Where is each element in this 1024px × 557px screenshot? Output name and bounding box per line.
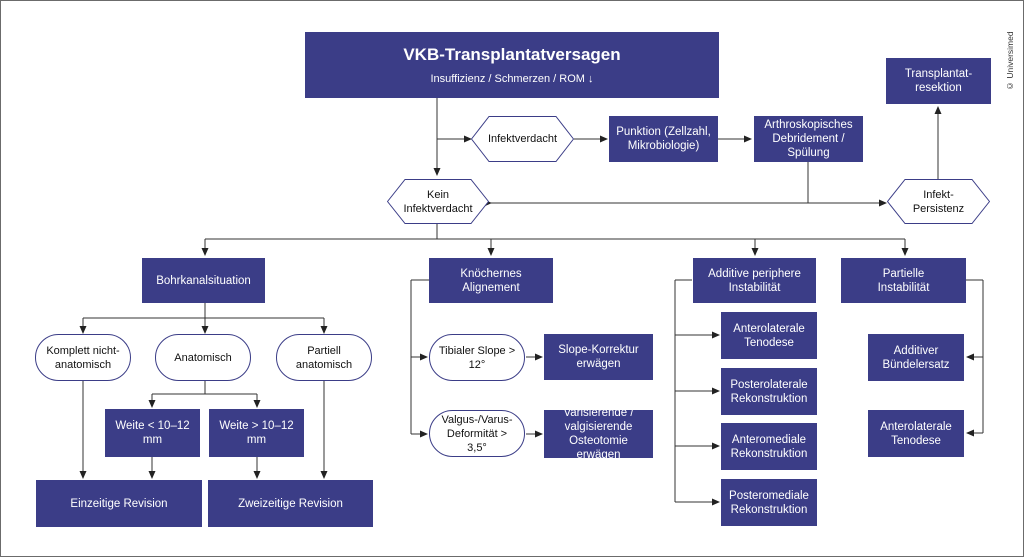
width-large-box: Weite > 10–12 mm [209, 409, 304, 457]
single-stage-label: Einzeitige Revision [70, 497, 168, 510]
partial-option-box: Additiver Bündelersatz [868, 334, 964, 381]
no-infection-label: Kein Infektverdacht [403, 188, 473, 215]
single-stage-box: Einzeitige Revision [36, 480, 202, 527]
additive-instability-label: Additive periphere Instabilität [708, 267, 801, 294]
partial-option-box: Anterolaterale Tenodese [868, 410, 964, 457]
additive-option-box: Anterolaterale Tenodese [721, 312, 817, 359]
tibial-slope-label: Tibialer Slope > 12° [438, 344, 516, 371]
anatomic-label: Anatomisch [174, 351, 232, 364]
complete-non-anatomic-label: Komplett nicht-anatomisch [46, 344, 120, 371]
debridement-label: Arthroskopisches Debridement / Spülung [764, 119, 853, 159]
additive-option-box: Posteromediale Rekonstruktion [721, 479, 817, 526]
bony-alignment-label: Knöchernes Alignement [460, 267, 522, 294]
additive-instability-box: Additive periphere Instabilität [693, 258, 816, 303]
partial-anatomic-label: Partiell anatomisch [295, 344, 353, 371]
two-stage-box: Zweizeitige Revision [208, 480, 373, 527]
valgus-varus-pill: Valgus-/Varus-Deformität > 3,5° [429, 410, 525, 457]
width-small-box: Weite < 10–12 mm [105, 409, 200, 457]
anatomic-pill: Anatomisch [155, 334, 251, 381]
tunnel-situation-label: Bohrkanalsituation [156, 274, 251, 287]
osteotomy-label: Varisierende / valgisierende Osteotomie … [563, 407, 634, 461]
partial-option-label: Anterolaterale Tenodese [880, 420, 952, 447]
infection-persistence-label: Infekt-Persistenz [912, 188, 965, 215]
puncture-label: Punktion (Zellzahl, Mikrobiologie) [616, 126, 711, 152]
partial-anatomic-pill: Partiell anatomisch [276, 334, 372, 381]
title-subtitle: Insuffizienz / Schmerzen / ROM ↓ [430, 73, 594, 85]
infection-persistence-decision: Infekt-Persistenz [887, 179, 990, 224]
width-large-label: Weite > 10–12 mm [219, 420, 294, 446]
infection-suspected-label: Infektverdacht [487, 133, 558, 145]
partial-instability-label: Partielle Instabilität [877, 267, 930, 294]
bony-alignment-box: Knöchernes Alignement [429, 258, 553, 303]
slope-correction-label: Slope-Korrektur erwägen [558, 344, 639, 370]
additive-option-box: Posterolaterale Rekonstruktion [721, 368, 817, 415]
tunnel-situation-box: Bohrkanalsituation [142, 258, 265, 303]
title-heading: VKB-Transplantatversagen [403, 45, 621, 64]
valgus-varus-label: Valgus-/Varus-Deformität > 3,5° [441, 413, 513, 454]
additive-option-label: Anterolaterale Tenodese [733, 322, 805, 349]
tibial-slope-pill: Tibialer Slope > 12° [429, 334, 525, 381]
no-infection-decision: Kein Infektverdacht [387, 179, 489, 224]
puncture-box: Punktion (Zellzahl, Mikrobiologie) [609, 116, 718, 162]
title-box: VKB-Transplantatversagen Insuffizienz / … [305, 32, 719, 98]
complete-non-anatomic-pill: Komplett nicht-anatomisch [35, 334, 131, 381]
additive-option-label: Posterolaterale Rekonstruktion [730, 378, 808, 405]
additive-option-box: Anteromediale Rekonstruktion [721, 423, 817, 470]
slope-correction-box: Slope-Korrektur erwägen [544, 334, 653, 380]
osteotomy-box: Varisierende / valgisierende Osteotomie … [544, 407, 653, 461]
graft-resection-label: Transplantat-resektion [904, 68, 973, 94]
two-stage-label: Zweizeitige Revision [238, 497, 343, 510]
partial-instability-box: Partielle Instabilität [841, 258, 966, 303]
partial-option-label: Additiver Bündelersatz [882, 344, 950, 371]
additive-option-label: Posteromediale Rekonstruktion [729, 489, 809, 516]
copyright-note: © Universimed [1005, 31, 1015, 91]
graft-resection-box: Transplantat-resektion [886, 58, 991, 104]
width-small-label: Weite < 10–12 mm [115, 420, 190, 446]
debridement-box: Arthroskopisches Debridement / Spülung [754, 116, 863, 162]
infection-suspected-decision: Infektverdacht [471, 116, 574, 162]
additive-option-label: Anteromediale Rekonstruktion [730, 433, 808, 460]
